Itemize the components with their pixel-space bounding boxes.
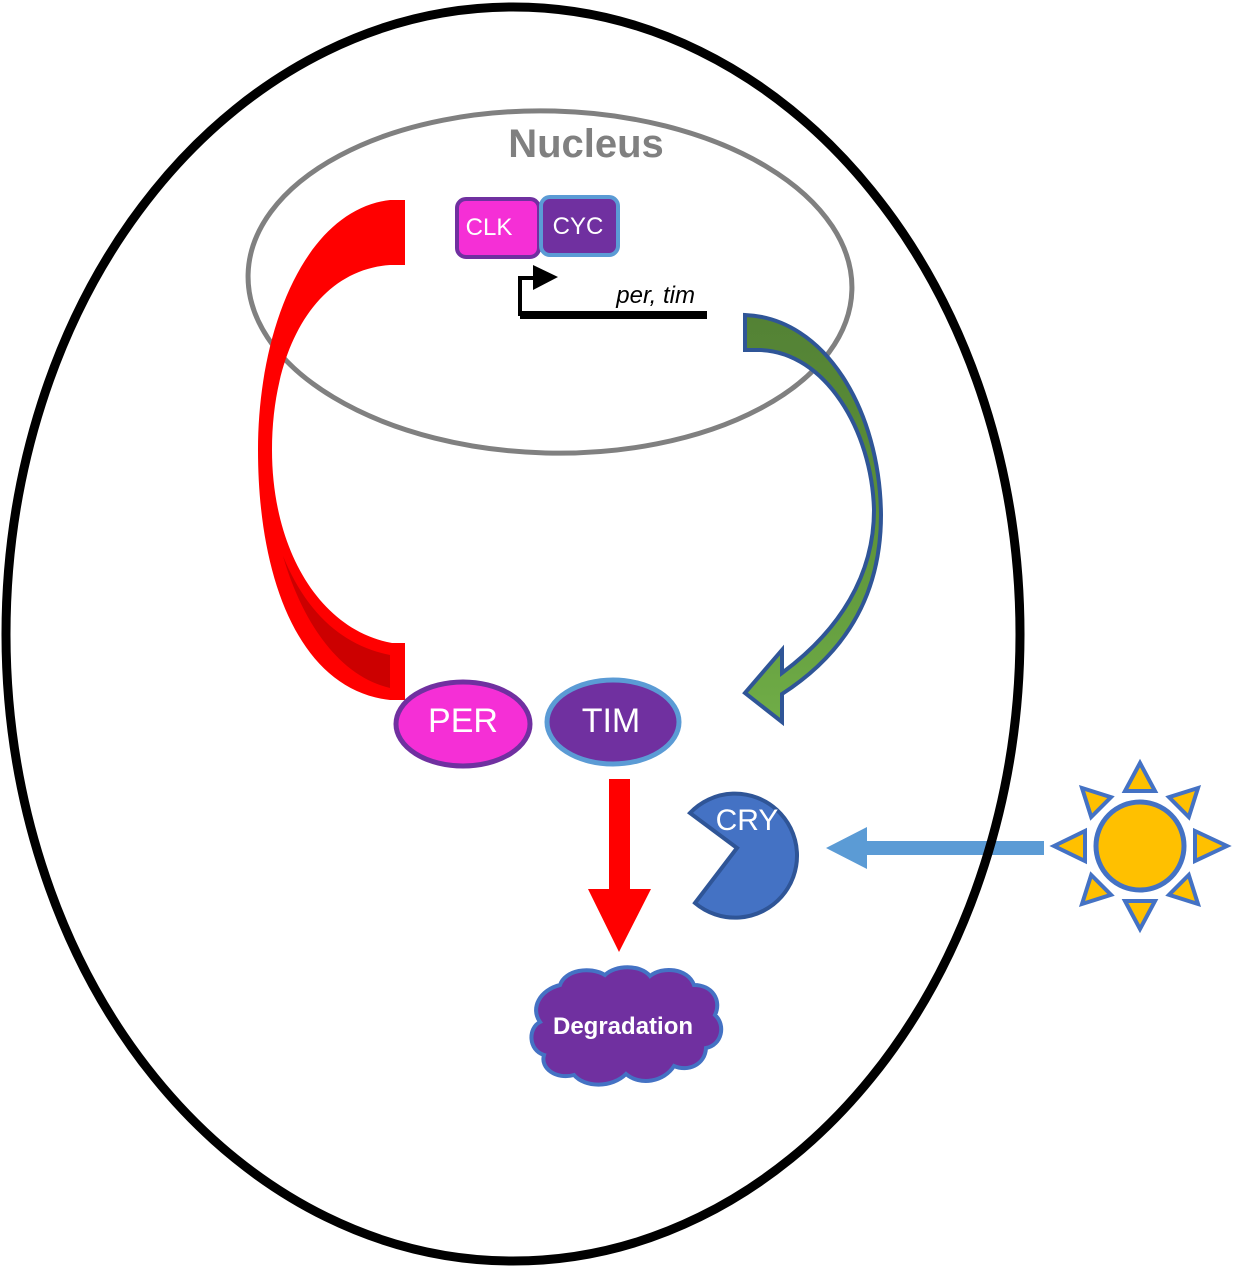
cry-protein: CRY (686, 791, 799, 920)
sun-ray-icon (1078, 784, 1115, 821)
degradation-label: Degradation (553, 1013, 693, 1040)
sun-ray-icon (1121, 899, 1159, 934)
cry-label: CRY (716, 804, 779, 837)
sun-ray-icon (1165, 871, 1202, 908)
gene-line (520, 311, 707, 319)
nucleus-membrane (245, 108, 855, 456)
tim-protein: TIM (544, 677, 682, 767)
gene-promoter: per, tim (518, 265, 707, 319)
nucleus-label: Nucleus (508, 122, 664, 166)
sun-icon (1049, 758, 1232, 934)
clk-protein: CLK (455, 197, 541, 259)
promoter-bent-arrow-icon (518, 276, 537, 316)
gene-label: per, tim (615, 282, 695, 309)
light-arrow (826, 827, 1044, 869)
sun-ray-icon (1121, 758, 1159, 793)
sun-ray-icon (1049, 827, 1087, 865)
degradation-arrow (588, 779, 651, 952)
sun-ray-icon (1193, 827, 1232, 865)
repression-arrow-shade (283, 556, 390, 688)
cyc-label: CYC (553, 213, 604, 240)
per-protein: PER (393, 679, 533, 769)
transcription-arrow (742, 312, 884, 727)
sun-ray-icon (1078, 871, 1115, 908)
tim-label: TIM (582, 702, 641, 740)
cell-membrane (1, 2, 1025, 1266)
sun-ray-icon (1165, 784, 1202, 821)
cyc-protein: CYC (539, 195, 620, 257)
degradation-cloud: Degradation (529, 965, 724, 1087)
repression-arrow (258, 200, 405, 700)
promoter-arrowhead-icon (533, 265, 558, 290)
per-label: PER (428, 702, 498, 740)
clk-label: CLK (466, 214, 513, 241)
